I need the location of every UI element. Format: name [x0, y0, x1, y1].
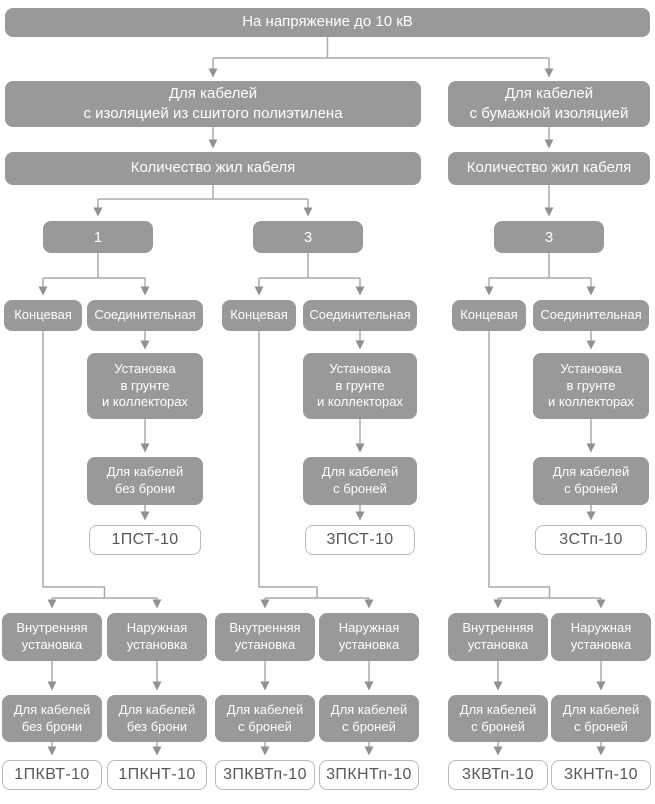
node-joint-3core-xlpe: Соединительная: [303, 300, 417, 331]
split-rails: [43, 37, 591, 279]
result-indoor-3core-xlpe: 3ПКВТп-10: [215, 760, 315, 790]
terminal-elbow-rails: [42, 331, 601, 599]
result-indoor-3core-paper: 3КВТп-10: [448, 760, 548, 790]
node-terminal-3core-xlpe: Концевая: [222, 300, 296, 331]
node-armor-joint-1core: Для кабелей без брони: [87, 457, 203, 505]
node-armor-indoor-3core-paper: Для кабелей с броней: [448, 695, 548, 742]
node-armor-outdoor-3core-xlpe: Для кабелей с броней: [319, 695, 419, 742]
node-armor-outdoor-3core-paper: Для кабелей с броней: [551, 695, 651, 742]
node-core-count-3-xlpe: 3: [253, 221, 363, 253]
node-armor-indoor-1core: Для кабелей без брони: [2, 695, 102, 742]
result-outdoor-3core-xlpe: 3ПКНТп-10: [319, 760, 419, 790]
result-outdoor-1core: 1ПКНТ-10: [107, 760, 207, 790]
node-outdoor-3core-paper: Наружная установка: [551, 613, 651, 661]
node-xlpe-cores-header: Количество жил кабеля: [5, 152, 421, 185]
result-joint-1core: 1ПСТ-10: [89, 525, 201, 555]
node-armor-joint-3core-xlpe: Для кабелей с броней: [303, 457, 417, 505]
node-terminal-3core-paper: Концевая: [452, 300, 526, 331]
node-indoor-3core-paper: Внутренняя установка: [448, 613, 548, 661]
node-paper-type: Для кабелей с бумажной изоляцией: [448, 81, 650, 127]
node-indoor-1core: Внутренняя установка: [2, 613, 102, 661]
node-armor-indoor-3core-xlpe: Для кабелей с броней: [215, 695, 315, 742]
node-joint-3core-paper: Соединительная: [533, 300, 649, 331]
result-joint-3core-xlpe: 3ПСТ-10: [305, 525, 415, 555]
node-terminal-1core: Концевая: [4, 300, 82, 331]
node-install-ground-1core: Установка в грунте и коллекторах: [87, 353, 203, 419]
node-xlpe-type: Для кабелей с изоляцией из сшитого полиэ…: [5, 81, 421, 127]
node-paper-cores-header: Количество жил кабеля: [448, 152, 650, 185]
node-core-count-1: 1: [43, 221, 153, 253]
node-outdoor-1core: Наружная установка: [107, 613, 207, 661]
node-core-count-3-paper: 3: [494, 221, 604, 253]
result-indoor-1core: 1ПКВТ-10: [2, 760, 102, 790]
arrowheads: [38, 58, 606, 756]
node-install-ground-3core-paper: Установка в грунте и коллекторах: [533, 353, 649, 419]
node-outdoor-3core-xlpe: Наружная установка: [319, 613, 419, 661]
result-outdoor-3core-paper: 3КНТп-10: [551, 760, 651, 790]
node-voltage-root: На напряжение до 10 кВ: [5, 8, 650, 37]
result-joint-3core-paper: 3СТп-10: [535, 525, 647, 555]
node-armor-outdoor-1core: Для кабелей без брони: [107, 695, 207, 742]
node-armor-joint-3core-paper: Для кабелей с броней: [533, 457, 649, 505]
node-joint-1core: Соединительная: [87, 300, 203, 331]
node-indoor-3core-xlpe: Внутренняя установка: [215, 613, 315, 661]
node-install-ground-3core-xlpe: Установка в грунте и коллекторах: [303, 353, 417, 419]
